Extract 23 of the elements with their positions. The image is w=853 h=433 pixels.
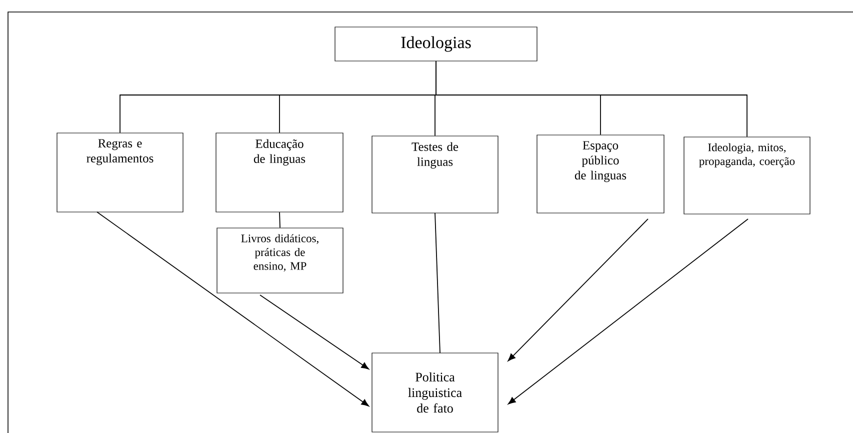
connector xyxy=(279,212,280,228)
connector xyxy=(508,218,748,404)
node-label: Educação de linguas xyxy=(254,139,306,166)
node-label: Ideologias xyxy=(401,36,471,52)
node-label: Regras e regulamentos xyxy=(86,139,154,166)
box xyxy=(216,132,344,212)
connector xyxy=(434,212,440,354)
node-label: Livros didáticos, práticas de ensino, MP xyxy=(241,234,318,272)
node-label: Testes de linguas xyxy=(412,142,458,169)
box xyxy=(334,26,538,62)
box xyxy=(216,228,344,294)
connector xyxy=(436,60,748,138)
node-label: Ideologia, mitos, propaganda, coerção xyxy=(699,143,795,168)
box xyxy=(56,132,184,212)
connector xyxy=(508,218,648,362)
node-label: Politica linguistica de fato xyxy=(408,372,462,413)
node-label: Espaço público de linguas xyxy=(574,141,626,182)
connector xyxy=(260,294,369,370)
connector xyxy=(96,212,369,406)
box xyxy=(536,134,664,214)
box xyxy=(372,352,498,432)
box xyxy=(684,136,810,214)
box xyxy=(372,136,498,214)
